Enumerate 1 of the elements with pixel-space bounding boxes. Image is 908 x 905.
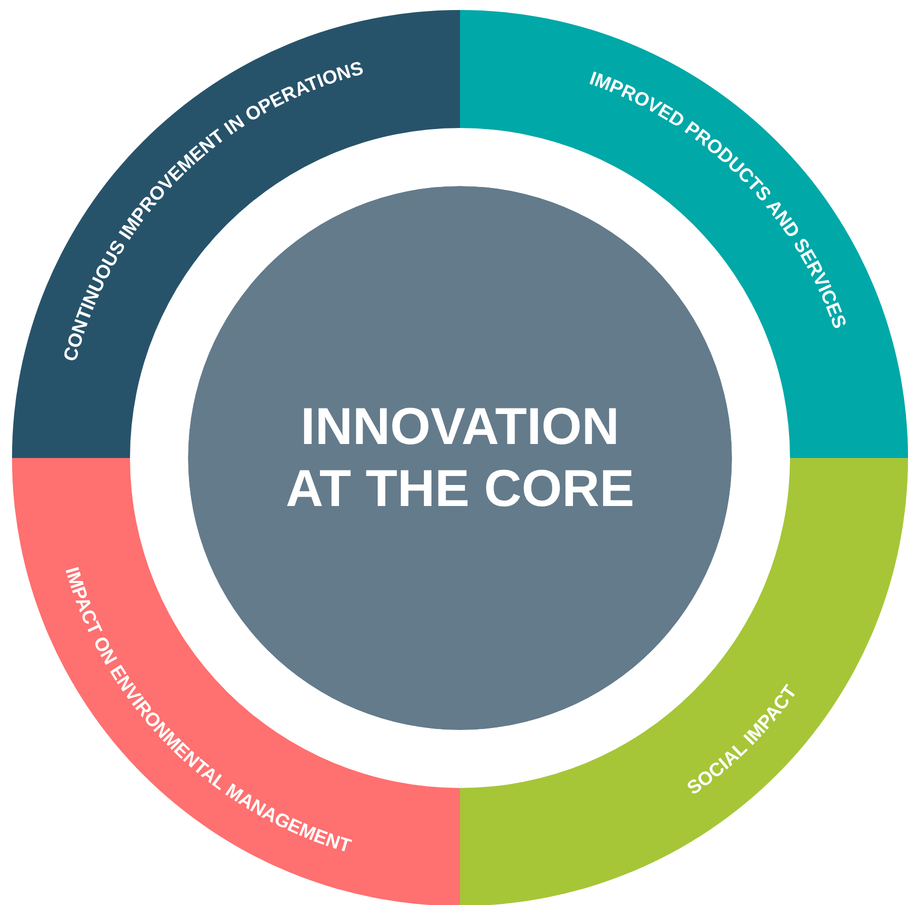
core-label: INNOVATION AT THE CORE bbox=[284, 397, 636, 520]
